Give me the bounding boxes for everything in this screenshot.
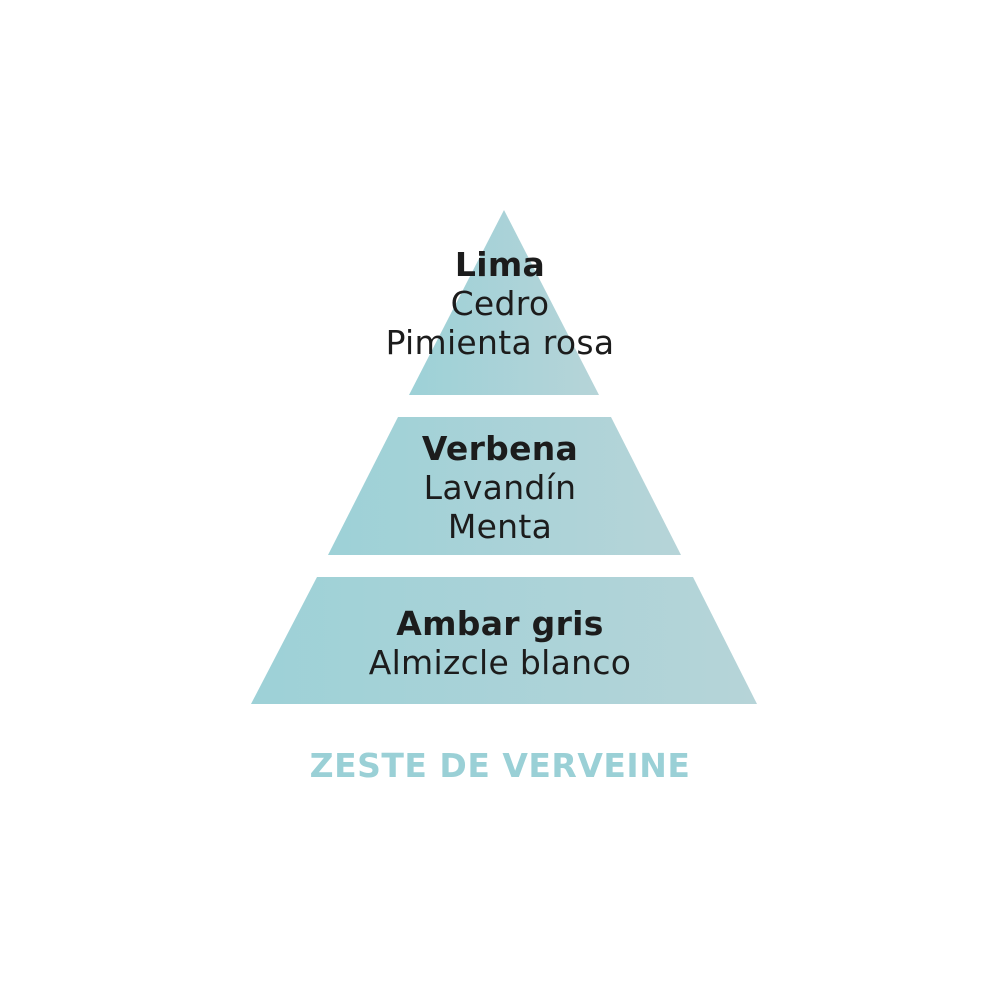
middle-note-secondary-2: Menta	[447, 507, 553, 546]
tier-top-notes: Lima Cedro Pimienta rosa	[0, 245, 1000, 362]
pyramid-tier-base	[251, 577, 757, 704]
top-note-primary: Lima	[454, 245, 546, 284]
middle-note-primary: Verbena	[421, 429, 579, 468]
top-note-secondary-1: Cedro	[450, 284, 550, 323]
fragrance-name: ZESTE DE VERVEINE	[309, 746, 691, 785]
tier-base-notes: Ambar gris Almizcle blanco	[0, 604, 1000, 682]
base-note-primary: Ambar gris	[396, 604, 604, 643]
base-note-secondary-1: Almizcle blanco	[368, 643, 632, 682]
pyramid-tier-top	[409, 210, 599, 395]
tier-middle-notes: Verbena Lavandín Menta	[0, 429, 1000, 546]
top-note-secondary-2: Pimienta rosa	[385, 323, 615, 362]
middle-note-secondary-1: Lavandín	[423, 468, 577, 507]
pyramid-tier-middle	[328, 417, 681, 555]
